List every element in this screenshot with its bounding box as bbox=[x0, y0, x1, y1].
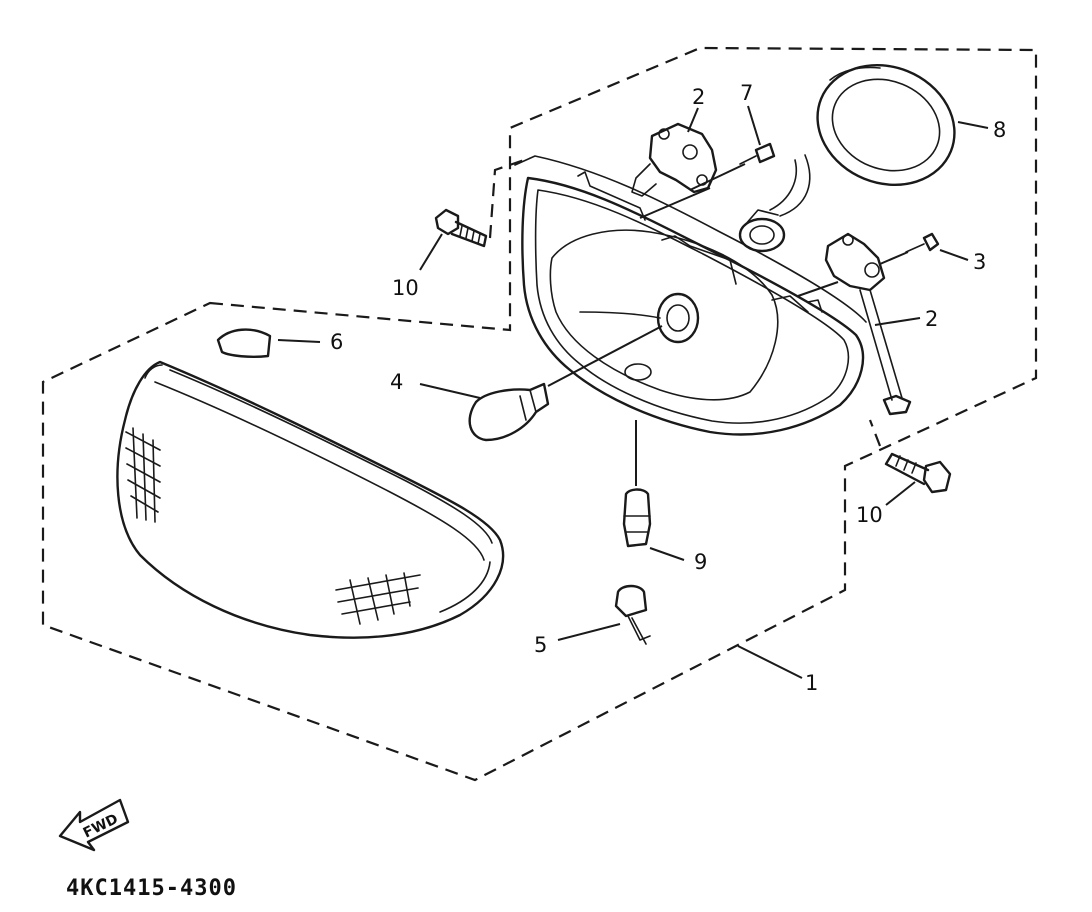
callout-1: 1 bbox=[805, 671, 818, 695]
leader-bolt-7-link bbox=[689, 163, 746, 191]
callout-3: 3 bbox=[973, 250, 986, 274]
leader-dust-cover-8 bbox=[957, 121, 989, 129]
leader-bolt-10-upper-dash bbox=[488, 156, 531, 239]
leader-bracket-lower bbox=[874, 317, 921, 326]
adjusting-bracket-lower bbox=[824, 232, 912, 416]
adjusting-bracket-upper bbox=[631, 122, 718, 197]
bolt-7 bbox=[739, 142, 776, 165]
callout-10-lower: 10 bbox=[856, 503, 883, 527]
callout-2-upper: 2 bbox=[692, 85, 705, 109]
leader-bolt-10-lower bbox=[885, 481, 916, 506]
bolt-10-upper bbox=[434, 208, 488, 248]
forward-direction-arrow: FWD bbox=[58, 798, 130, 852]
callout-8: 8 bbox=[993, 118, 1006, 142]
leader-bracket-lower-link bbox=[797, 281, 839, 297]
callout-5: 5 bbox=[534, 633, 547, 657]
bulb-4 bbox=[468, 382, 550, 442]
leader-screw-3 bbox=[939, 249, 969, 261]
leader-bracket-upper bbox=[687, 107, 699, 133]
headlight-housing bbox=[514, 155, 867, 436]
callout-10-upper: 10 bbox=[392, 276, 419, 300]
dust-cover-8 bbox=[816, 63, 956, 187]
leader-bulb-4-link bbox=[547, 325, 663, 387]
socket-5 bbox=[614, 584, 651, 645]
leader-bulb-4 bbox=[419, 383, 481, 399]
part-number: 4KC1415-4300 bbox=[66, 876, 237, 901]
lens-grid-pattern bbox=[125, 427, 421, 625]
svg-text:FWD: FWD bbox=[81, 811, 121, 841]
callout-4: 4 bbox=[390, 370, 403, 394]
callout-6: 6 bbox=[330, 330, 343, 354]
bulb-socket-wire bbox=[738, 154, 811, 253]
leader-bracket-upper-link bbox=[639, 187, 711, 219]
leader-bolt-10-lower-dash bbox=[868, 419, 882, 447]
leader-screw-3-link bbox=[879, 251, 909, 265]
reflector-6 bbox=[216, 328, 272, 358]
bulb-9 bbox=[622, 488, 652, 548]
screw-3 bbox=[905, 232, 940, 253]
bolt-10-lower bbox=[884, 452, 952, 494]
callout-9: 9 bbox=[694, 550, 707, 574]
leader-housing-1 bbox=[737, 645, 803, 679]
leader-bolt-7 bbox=[747, 105, 761, 146]
headlight-lens bbox=[116, 360, 505, 639]
leader-socket-5 bbox=[557, 623, 621, 641]
callout-2-lower: 2 bbox=[925, 307, 938, 331]
leader-reflector-6 bbox=[277, 339, 321, 343]
leader-bulb-9 bbox=[649, 547, 685, 561]
assembly-boundary bbox=[41, 46, 1038, 782]
leader-bolt-10-upper bbox=[419, 233, 443, 271]
callout-7: 7 bbox=[740, 81, 753, 105]
